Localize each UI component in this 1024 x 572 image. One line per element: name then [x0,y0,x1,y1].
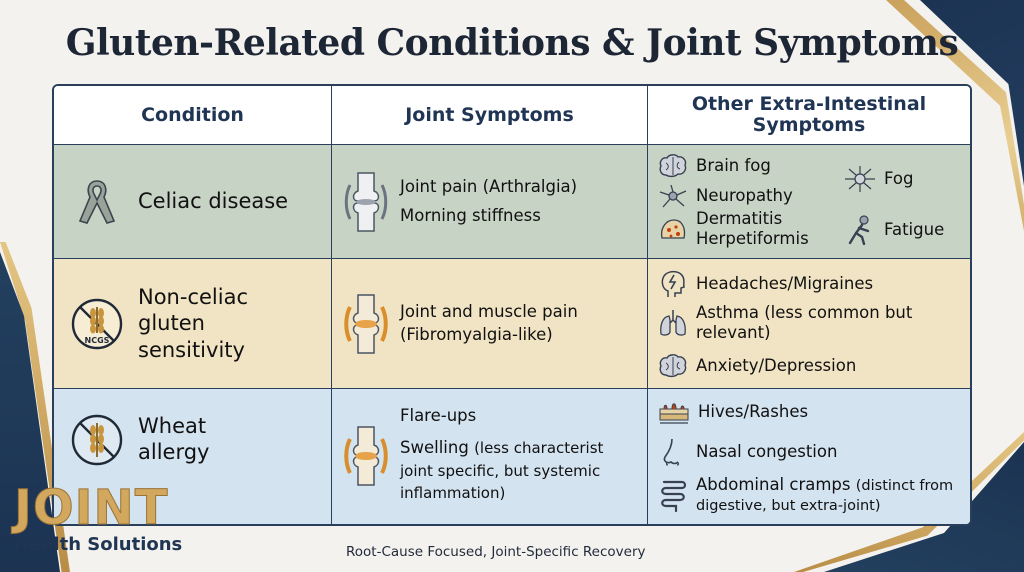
symptom-item: Hives/Rashes [658,399,808,425]
symptom-item: Asthma (less common but relevant) [658,303,936,343]
brand-logo: JOINT Health Solutions [14,480,224,556]
brain-icon [659,154,687,178]
symptom-item: Fog [844,165,913,193]
tagline: Root-Cause Focused, Joint-Specific Recov… [346,544,646,560]
symptom-item: Headaches/Migraines [658,269,873,299]
symptom-item: Neuropathy [658,183,793,209]
joint-symptoms-cell: Joint and muscle pain (Fibromyalgia-like… [332,259,648,388]
joint-symptoms-list: Joint and muscle pain (Fibromyalgia-like… [400,301,630,346]
table-row-celiac: Celiac disease Joint pain (Arthralgia) M… [54,144,970,258]
neuron-icon [659,184,687,208]
symptom-item: Dermatitis Herpetiformis [658,209,836,249]
table-header-row: Condition Joint Symptoms Other Extra-Int… [54,86,970,144]
condition-cell: NCGS Non-celiac gluten sensitivity [54,259,332,388]
symptom-item: Fatigue [844,215,944,245]
knee-joint-icon [344,171,388,232]
headache-icon [661,270,685,297]
logo-wordmark: JOINT [14,480,169,536]
brain-icon [659,354,687,378]
other-symptoms-cell: Hives/Rashes Nasal congestion Abdominal … [648,389,970,524]
tired-person-icon [848,215,870,245]
nose-icon [663,438,680,466]
skin-layers-icon [659,403,689,424]
symptom-item: Nasal congestion [658,437,837,467]
joint-symptoms-list: Flare-ups Swelling (less characterist jo… [400,405,638,504]
condition-label: Wheat allergy [138,414,210,465]
condition-label: Celiac disease [138,189,289,214]
header-joint-symptoms: Joint Symptoms [332,86,648,144]
nerve-cell-icon [845,166,875,192]
table-row-ncgs: NCGS Non-celiac gluten sensitivity Joint… [54,258,970,388]
joint-symptom: Morning stiffness [400,205,541,225]
no-wheat-icon [71,414,123,466]
ncgs-badge-label: NCGS [85,336,110,345]
logo-subtitle: Health Solutions [14,534,183,555]
no-gluten-badge-icon: NCGS [71,298,123,349]
page-title: Gluten-Related Conditions & Joint Sympto… [65,22,959,64]
joint-symptom: Flare-ups [400,406,477,425]
header-condition: Condition [54,86,332,144]
header-other-symptoms: Other Extra-Intestinal Symptoms [691,93,927,136]
joint-symptoms-list: Joint pain (Arthralgia) Morning stiffnes… [400,176,577,227]
intestines-icon [661,481,687,513]
skin-rash-icon [660,219,686,239]
awareness-ribbon-icon [78,179,116,224]
joint-symptoms-cell: Flare-ups Swelling (less characterist jo… [332,389,648,524]
joint-symptom: Swelling (less characterist joint specif… [400,438,604,502]
conditions-table: Condition Joint Symptoms Other Extra-Int… [52,84,972,526]
condition-cell: Celiac disease [54,145,332,258]
condition-label: Non-celiac gluten sensitivity [138,285,248,362]
symptom-item: Anxiety/Depression [658,353,856,379]
symptom-item: Brain fog [658,153,771,179]
table-row-wheat-allergy: Wheat allergy Flare-ups Swelling (less c… [54,388,970,524]
joint-symptoms-cell: Joint pain (Arthralgia) Morning stiffnes… [332,145,648,258]
joint-symptom: Joint and muscle pain (Fibromyalgia-like… [400,302,578,344]
lungs-icon [660,309,686,336]
symptom-text: Abdominal cramps (distinct from digestiv… [696,475,954,515]
knee-joint-inflamed-icon [344,293,388,354]
other-symptoms-cell: Headaches/Migraines Asthma (less common … [648,259,970,388]
symptom-item: Abdominal cramps (distinct from digestiv… [658,475,958,516]
other-symptoms-cell: Brain fog Neuropathy Dermatitis Herpetif… [648,145,970,258]
condition-cell: Wheat allergy [54,389,332,524]
joint-symptom: Joint pain (Arthralgia) [400,177,578,197]
knee-joint-swollen-icon [344,426,388,486]
